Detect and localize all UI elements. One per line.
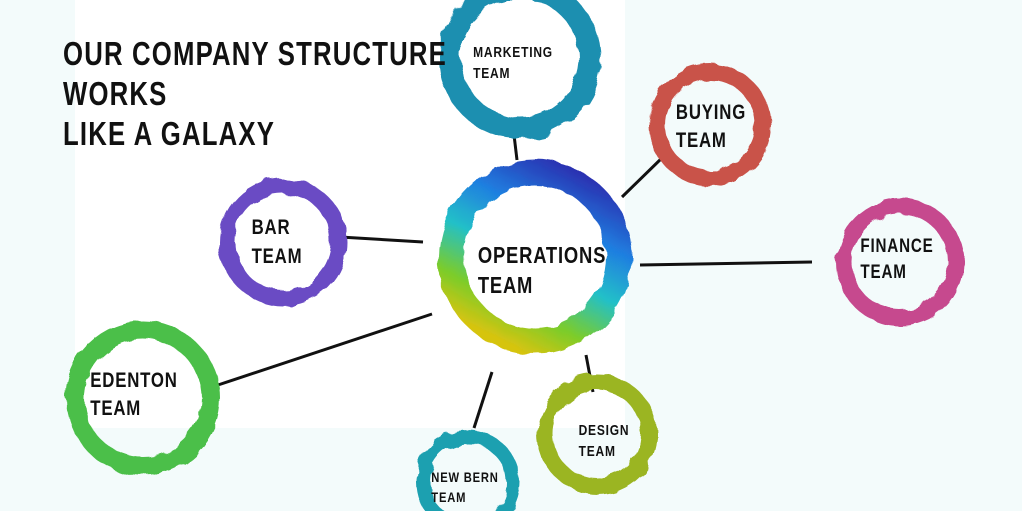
connector-bar	[339, 235, 424, 244]
page-title: OUR COMPANY STRUCTURE WORKS LIKE A GALAX…	[63, 35, 447, 152]
white-panel	[75, 0, 625, 428]
ring-operations	[438, 160, 632, 354]
ring-buying	[649, 64, 771, 186]
connector-buying	[620, 153, 667, 199]
ring-newbern	[416, 430, 520, 511]
ring-edenton	[66, 321, 220, 475]
ring-finance	[836, 198, 964, 326]
connector-edenton	[217, 312, 433, 387]
ring-design	[537, 374, 657, 494]
ring-bar	[219, 178, 347, 306]
connector-newbern	[472, 371, 494, 429]
ring-marketing	[439, 0, 601, 139]
connector-finance	[639, 260, 813, 267]
